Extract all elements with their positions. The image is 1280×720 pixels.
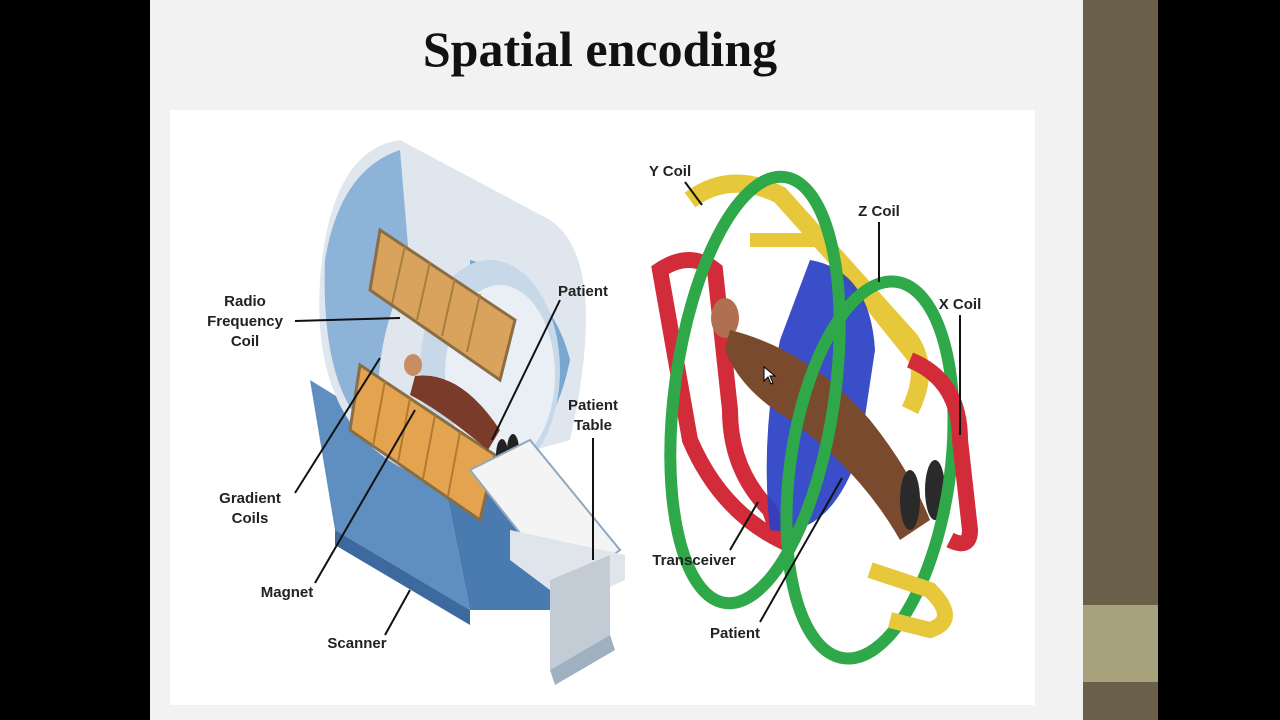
mri-scanner-illustration	[310, 140, 625, 685]
label-x-coil: X Coil	[939, 296, 982, 313]
label-gradient-coils-line2: Coils	[232, 510, 269, 527]
side-band-dark-top	[1083, 0, 1158, 605]
label-transceiver: Transceiver	[652, 552, 736, 569]
side-band-dark-bottom	[1083, 682, 1158, 720]
label-patient-table-line1: Patient	[568, 397, 618, 414]
label-patient-left: Patient	[558, 283, 608, 300]
label-rf-coil-line2: Frequency	[207, 313, 284, 330]
label-rf-coil-line3: Coil	[231, 333, 259, 350]
label-patient-right: Patient	[710, 625, 760, 642]
label-scanner: Scanner	[327, 635, 386, 652]
label-magnet: Magnet	[261, 584, 314, 601]
mouse-pointer-icon	[763, 366, 777, 385]
label-gradient-coils-line1: Gradient	[219, 490, 281, 507]
slide-title: Spatial encoding	[422, 21, 778, 77]
label-y-coil: Y Coil	[649, 163, 691, 180]
slide: Spatial encoding	[150, 0, 1083, 720]
right-diagram-labels: Y Coil Z Coil X Coil Transceiver Patient	[649, 163, 981, 642]
label-rf-coil-line1: Radio	[224, 293, 266, 310]
mri-figure: Radio Frequency Coil Gradient Coils Magn…	[170, 110, 1035, 705]
label-z-coil: Z Coil	[858, 203, 900, 220]
side-band-light	[1083, 605, 1158, 682]
left-diagram-labels: Radio Frequency Coil Gradient Coils Magn…	[207, 283, 618, 652]
slide-side-band	[1083, 0, 1158, 720]
gradient-coils-illustration	[651, 170, 979, 665]
label-patient-table-line2: Table	[574, 417, 612, 434]
